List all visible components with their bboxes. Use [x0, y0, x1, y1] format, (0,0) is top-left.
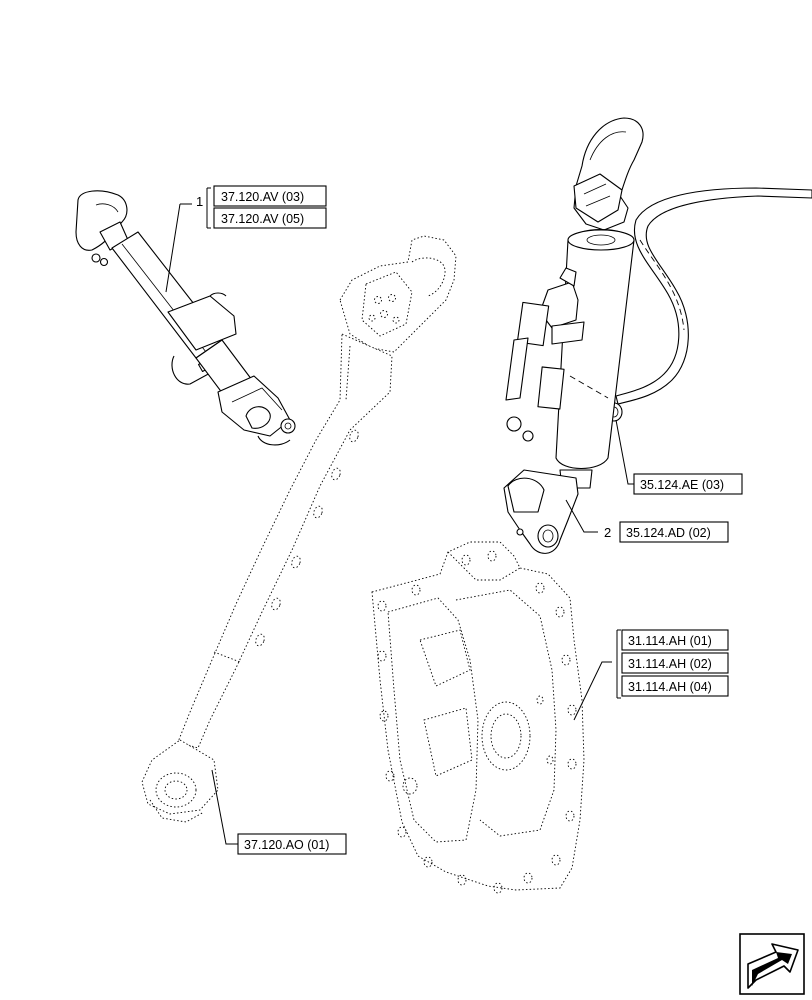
svg-text:37.120.AO (01): 37.120.AO (01) [244, 838, 329, 852]
ref-31-114-ah-02[interactable]: 31.114.AH (02) [621, 652, 729, 674]
callout-group-2: 2 35.124.AD (02) [565, 499, 729, 543]
svg-text:35.124.AE (03): 35.124.AE (03) [640, 478, 724, 492]
svg-text:37.120.AV (05): 37.120.AV (05) [221, 212, 304, 226]
svg-text:31.114.AH (04): 31.114.AH (04) [628, 680, 712, 694]
ref-35-124-ae-03[interactable]: 35.124.AE (03) [633, 473, 743, 495]
svg-text:37.120.AV (03): 37.120.AV (03) [221, 190, 304, 204]
callout-number-1: 1 [196, 194, 203, 209]
ref-35-124-ad-02[interactable]: 35.124.AD (02) [619, 521, 729, 543]
ref-31-114-ah-01[interactable]: 31.114.AH (01) [621, 629, 729, 651]
rear-housing [371, 541, 585, 894]
callout-lower-link: 37.120.AO (01) [211, 769, 347, 855]
lift-cylinder-part-2 [503, 117, 812, 554]
callout-group-1: 1 37.120.AV (03) 37.120.AV (05) [165, 185, 327, 293]
lower-link-arm [141, 235, 457, 823]
ref-37-120-av-05[interactable]: 37.120.AV (05) [213, 207, 327, 229]
callout-hose: 35.124.AE (03) [615, 419, 743, 495]
svg-text:31.114.AH (01): 31.114.AH (01) [628, 634, 712, 648]
callout-number-2: 2 [604, 525, 611, 540]
arrow-icon[interactable] [739, 933, 805, 995]
ref-31-114-ah-04[interactable]: 31.114.AH (04) [621, 675, 729, 697]
svg-text:31.114.AH (02): 31.114.AH (02) [628, 657, 712, 671]
ref-37-120-ao-01[interactable]: 37.120.AO (01) [237, 833, 347, 855]
ref-37-120-av-03[interactable]: 37.120.AV (03) [213, 185, 327, 207]
top-link-part-1 [75, 190, 296, 446]
svg-text:35.124.AD (02): 35.124.AD (02) [626, 526, 711, 540]
callout-housing: 31.114.AH (01) 31.114.AH (02) 31.114.AH … [573, 629, 729, 721]
